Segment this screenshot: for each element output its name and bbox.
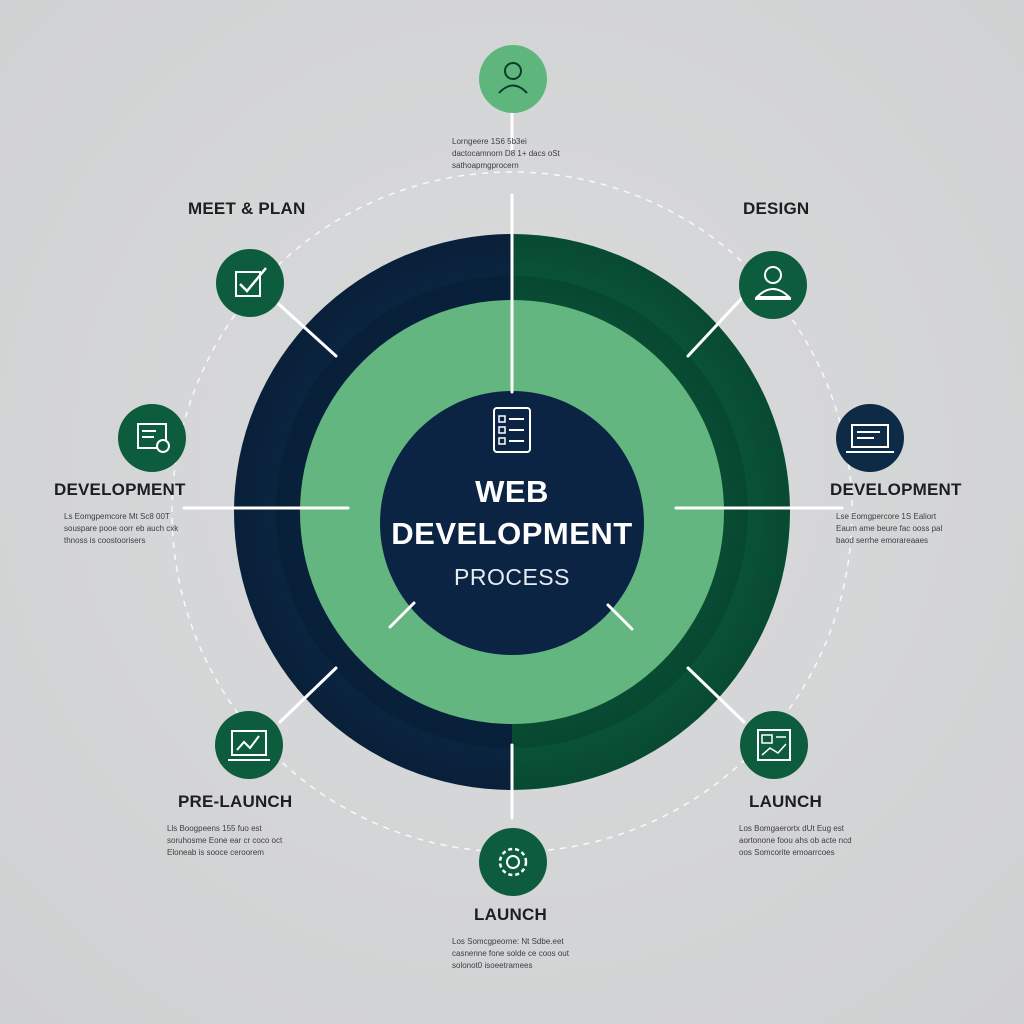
center-title-line1: WEB [475, 474, 549, 509]
center-circle [380, 391, 644, 655]
stage-desc-top: Lorngeere 1S6 5b3ei dactocamnorn D8 1+ d… [452, 137, 560, 170]
stage-title-development-left: DEVELOPMENT [54, 480, 186, 499]
dashboard-icon [740, 711, 808, 779]
document-check-icon [118, 404, 186, 472]
gear-icon [479, 828, 547, 896]
monitor-icon [836, 404, 904, 472]
stage-title-design: DESIGN [743, 199, 810, 218]
stage-desc-pre-launch: Lls Boogpeens 155 fuo est soruhosme Eone… [167, 824, 283, 857]
stage-title-launch-right: LAUNCH [749, 792, 822, 811]
stage-title-pre-launch: PRE-LAUNCH [178, 792, 293, 811]
stage-desc-development-right: Lse Eomgpercore 1S Ealiort Eaum ame beur… [836, 512, 943, 545]
stage-desc-launch-right: Los Bomgaerortx dUt Eug est aortonone fo… [739, 824, 852, 857]
checkbox-icon [216, 249, 284, 317]
separator-lines [182, 193, 844, 820]
stage-title-launch-bottom: LAUNCH [474, 905, 547, 924]
stage-title-meet-plan: MEET & PLAN [188, 199, 306, 218]
person-icon [479, 45, 547, 113]
designer-icon [739, 251, 807, 319]
browser-chart-icon [215, 711, 283, 779]
connector-lines [270, 110, 746, 724]
center-title-line2: DEVELOPMENT [391, 516, 633, 551]
checklist-icon [493, 407, 531, 453]
center-subtitle: PROCESS [454, 564, 570, 590]
stage-desc-development-left: Ls Eomgpemcore Mt Sc8 00T souspare pooe … [64, 512, 179, 545]
stage-desc-launch-bottom: Los Somcgpeorne: Nt Sdbe.eet casnenne fo… [452, 937, 569, 970]
stage-title-development-right: DEVELOPMENT [830, 480, 962, 499]
